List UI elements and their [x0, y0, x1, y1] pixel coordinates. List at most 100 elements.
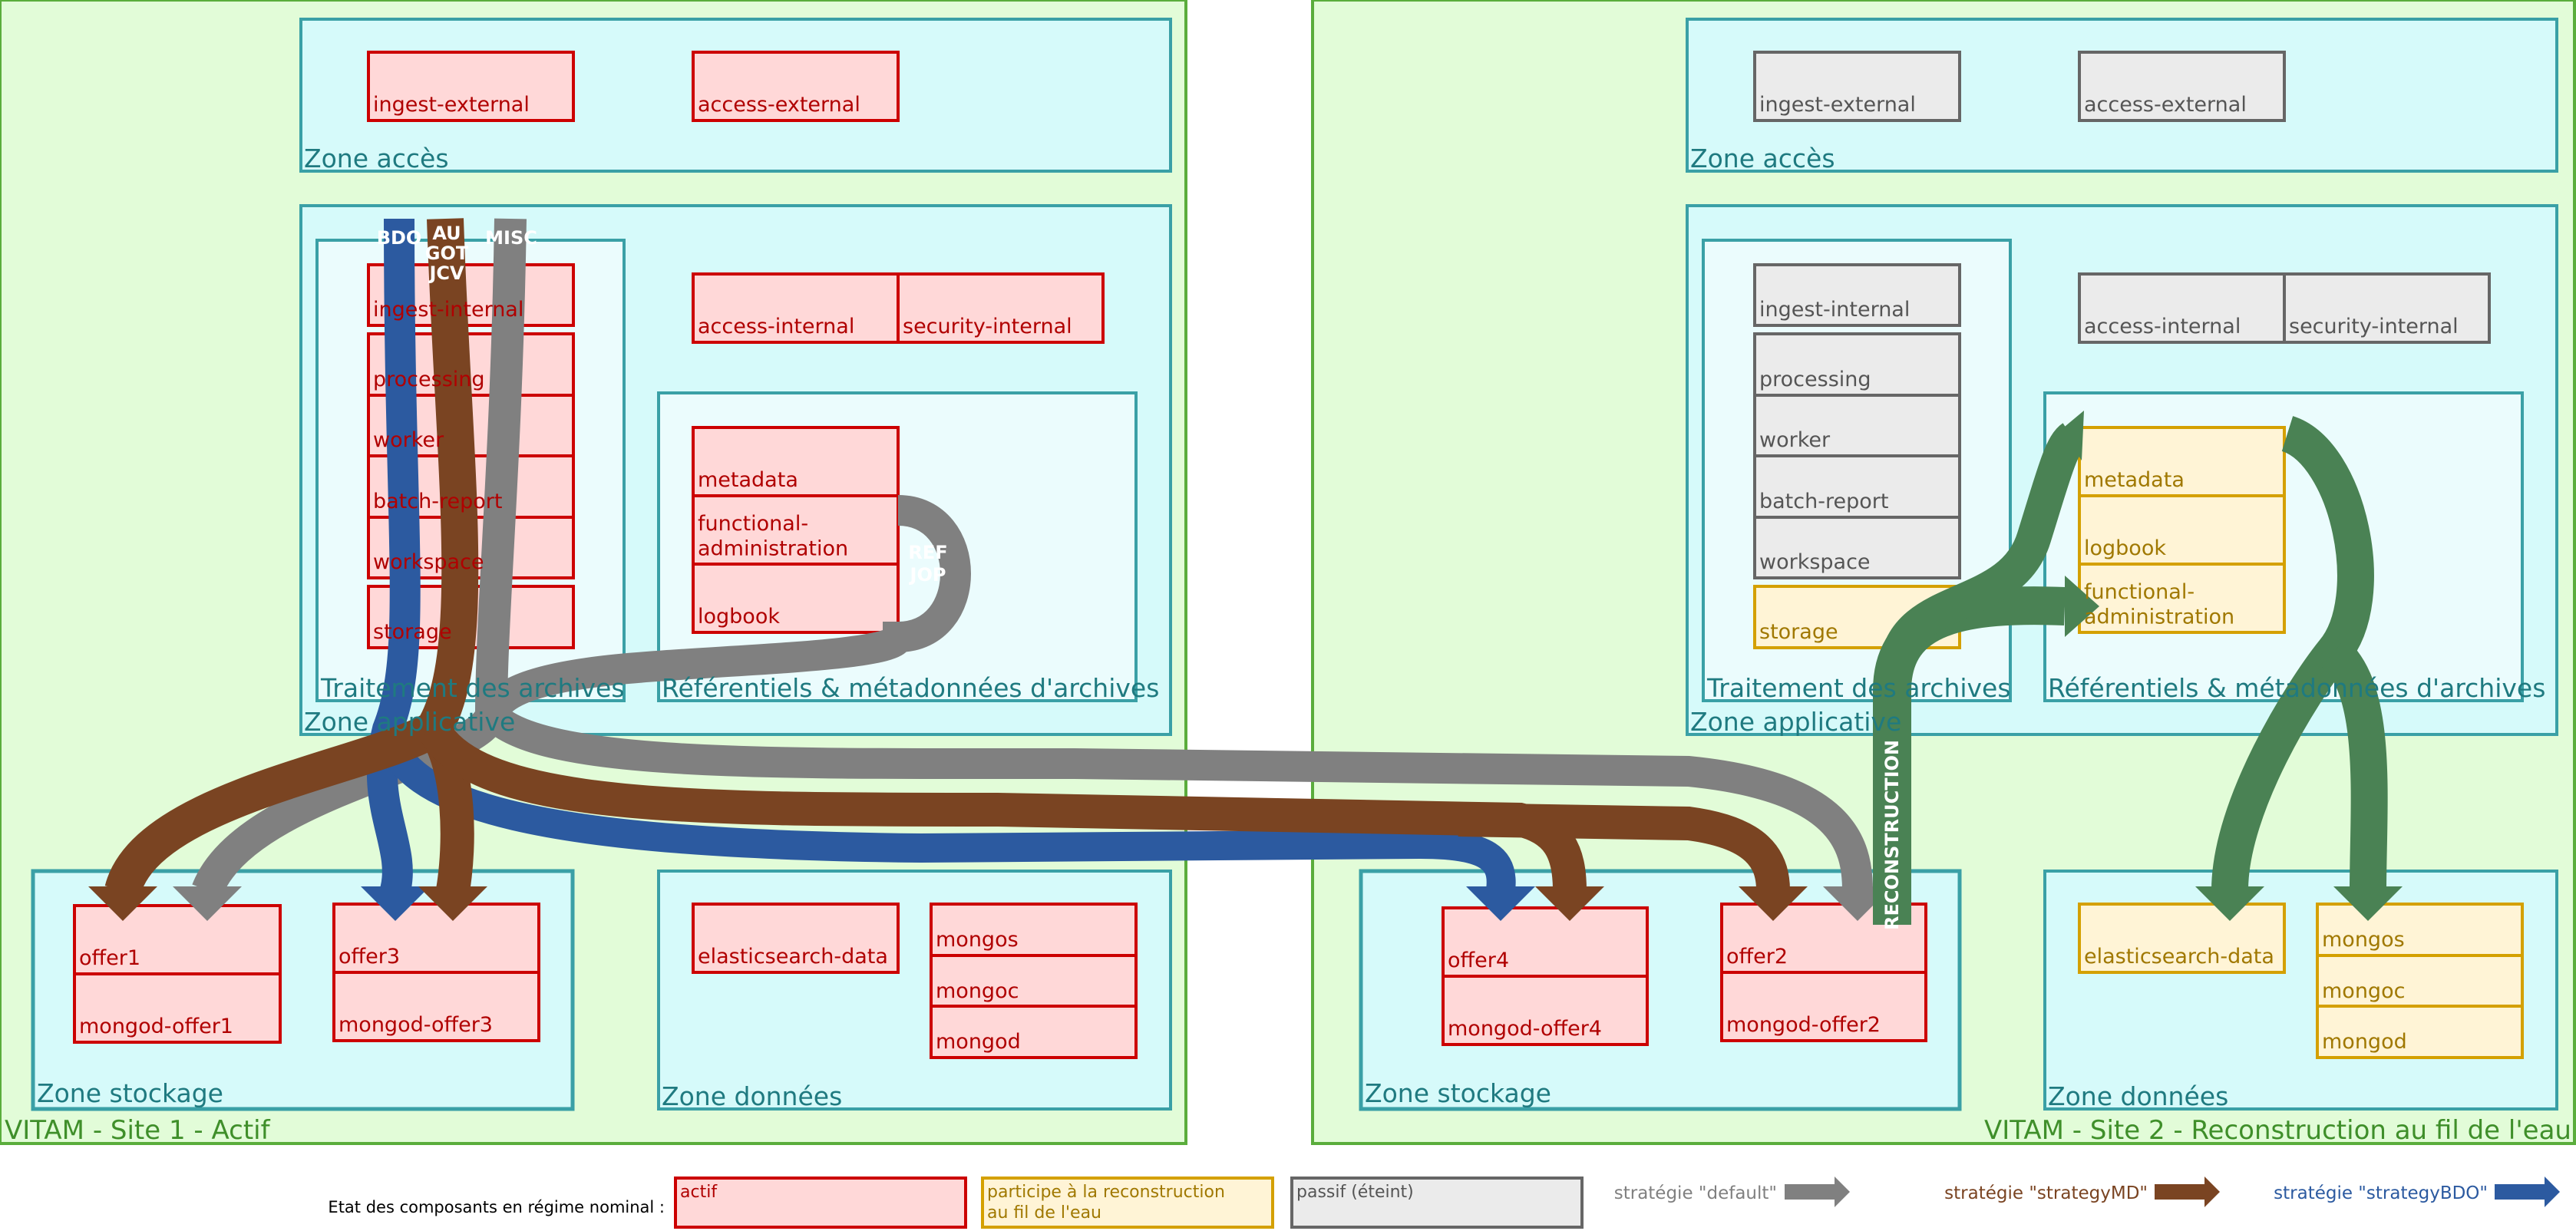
site1-zone-donnees-label: Zone données: [662, 1081, 842, 1111]
site2-security-internal[interactable]: [2283, 272, 2491, 344]
site1-referentiel-1[interactable]: [692, 494, 900, 566]
legend-title: Etat des composants en régime nominal :: [328, 1198, 665, 1216]
site1-security-internal-label: security-internal: [903, 315, 1072, 338]
site1-referentiel-2-label: logbook: [698, 605, 780, 629]
reconstruction-flow-mongo: [2320, 638, 2388, 891]
site2-security-internal-label: security-internal: [2289, 315, 2459, 338]
site2-mongod-offer2[interactable]: [1720, 971, 1927, 1042]
site2-zone-donnees-label: Zone données: [2048, 1081, 2228, 1111]
bdo-flow-to-offer3: [366, 218, 421, 894]
site2-mongod-label: mongod: [2322, 1030, 2407, 1054]
site1-referentiel-0[interactable]: [692, 426, 900, 497]
misc-flow-to-offer2: [479, 702, 1873, 891]
site2-elasticsearch-data-label: elasticsearch-data: [2084, 945, 2274, 969]
site1-zone-applicative-label: Zone applicative: [304, 707, 515, 737]
site1-mongoc-label: mongoc: [936, 979, 1019, 1003]
site2-ingest-internal[interactable]: [1753, 263, 1961, 327]
site2-mongos-label: mongos: [2322, 928, 2405, 952]
site2-mongod[interactable]: [2316, 1005, 2524, 1059]
site2-mongoc[interactable]: [2316, 954, 2524, 1008]
site2-referentiel-2-label: functional-administration: [2084, 580, 2234, 629]
site2-mongoc-label: mongoc: [2322, 979, 2405, 1003]
site1-offer1[interactable]: [73, 904, 282, 975]
reconstruction-arrowhead-functional-admin: [2065, 576, 2099, 637]
site1-elasticsearch-data-label: elasticsearch-data: [698, 945, 888, 969]
site2-mongod-offer4[interactable]: [1442, 975, 1649, 1046]
site1-offer3-label: offer3: [339, 945, 400, 969]
site1-storage-label: storage: [373, 620, 452, 644]
site2-access-internal[interactable]: [2078, 272, 2286, 344]
site1-title: VITAM - Site 1 - Actif: [5, 1115, 271, 1146]
md-arrowhead-offer1: [88, 886, 157, 921]
legend-actif: [674, 1177, 967, 1229]
site2-referentiel-0[interactable]: [2078, 426, 2286, 497]
site1-referentiel-1-label: functional-administration: [698, 512, 848, 560]
site1-access-internal-label: access-internal: [698, 315, 854, 338]
site1-access-internal[interactable]: [692, 272, 900, 344]
legend-passif-label: passif (éteint): [1296, 1183, 1414, 1202]
bdo-arrowhead-offer3: [361, 886, 430, 921]
site2-referentiel-1[interactable]: [2078, 494, 2286, 566]
site2-batch-report-label: batch-report: [1759, 490, 1888, 513]
site2-processing[interactable]: [1753, 332, 1961, 397]
site2-zone-acces-label: Zone accès: [1690, 144, 1835, 173]
md-flow-to-offer2: [1458, 803, 1790, 891]
site2-elasticsearch-data[interactable]: [2078, 903, 2286, 974]
site1-zone-referentiels-label: Référentiels & métadonnées d'archives: [662, 673, 1159, 703]
site1-mongoc[interactable]: [930, 954, 1138, 1008]
site1-referentiel-0-label: metadata: [698, 468, 798, 492]
md-flow-to-offer1: [104, 218, 479, 896]
site1-access-external[interactable]: [692, 51, 900, 122]
site1-processing-label: processing: [373, 368, 485, 391]
site2-access-internal-label: access-internal: [2084, 315, 2241, 338]
site2-ingest-external-label: ingest-external: [1759, 93, 1916, 117]
site1-mongos-label: mongos: [936, 928, 1019, 952]
reconstruction-flow-metadata: [1878, 423, 2084, 671]
site2-zone-applicative-label: Zone applicative: [1690, 707, 1901, 737]
site1-elasticsearch-data[interactable]: [692, 903, 900, 974]
site2-storage-label: storage: [1759, 620, 1838, 644]
site1-mongod-offer3[interactable]: [332, 971, 540, 1042]
ref-jop-flow: [478, 495, 971, 723]
site1-mongos[interactable]: [930, 903, 1138, 957]
site1-ingest-external[interactable]: [367, 51, 575, 122]
legend-strategy-bdo: stratégie "strategyBDO": [2274, 1183, 2488, 1203]
md-arrowhead-offer2: [1739, 886, 1808, 921]
site1-referentiel-2[interactable]: [692, 563, 900, 634]
reconstruction-arrowhead-metadata: [2061, 411, 2084, 460]
site2-referentiel-1-label: logbook: [2084, 536, 2166, 560]
site1-mongod[interactable]: [930, 1005, 1138, 1059]
site1-mongod-offer1[interactable]: [73, 972, 282, 1044]
site2-offer4-label: offer4: [1448, 949, 1509, 972]
site1-mongod-offer3-label: mongod-offer3: [339, 1013, 493, 1037]
md-arrowhead-offer4: [1535, 886, 1604, 921]
legend-strategy-md: stratégie "strategyMD": [1944, 1183, 2148, 1203]
reconstruction-arrowhead-elasticsearch: [2195, 886, 2264, 921]
site1-workspace-label: workspace: [373, 550, 484, 574]
bdo-arrowhead-offer4: [1466, 886, 1535, 921]
site1-mongod-offer1-label: mongod-offer1: [79, 1015, 233, 1038]
md-flow-to-offer4: [418, 720, 1587, 891]
site2-zone-stockage-label: Zone stockage: [1365, 1078, 1551, 1108]
site1-access-external-label: access-external: [698, 93, 860, 117]
site2-ingest-external[interactable]: [1753, 51, 1961, 122]
site2-processing-label: processing: [1759, 368, 1871, 391]
site2-access-external[interactable]: [2078, 51, 2286, 122]
site1-worker-label: worker: [373, 428, 444, 452]
site1-security-internal[interactable]: [897, 272, 1105, 344]
legend-actif-label: actif: [680, 1183, 718, 1202]
site2-ingest-internal-label: ingest-internal: [1759, 298, 1910, 322]
site2-offer2-label: offer2: [1726, 945, 1788, 969]
site1-zone-stockage-label: Zone stockage: [37, 1078, 223, 1108]
site2-workspace-label: workspace: [1759, 550, 1871, 574]
site2-referentiel-0-label: metadata: [2084, 468, 2185, 492]
site2-workspace[interactable]: [1753, 516, 1961, 579]
site2-mongod-offer4-label: mongod-offer4: [1448, 1017, 1602, 1041]
site2-access-external-label: access-external: [2084, 93, 2247, 117]
md-arrowhead-offer3: [418, 886, 487, 921]
reconstruction-arrowhead-mongo: [2333, 886, 2403, 921]
site1-zone-traitement-label: Traitement des archives: [320, 673, 625, 703]
